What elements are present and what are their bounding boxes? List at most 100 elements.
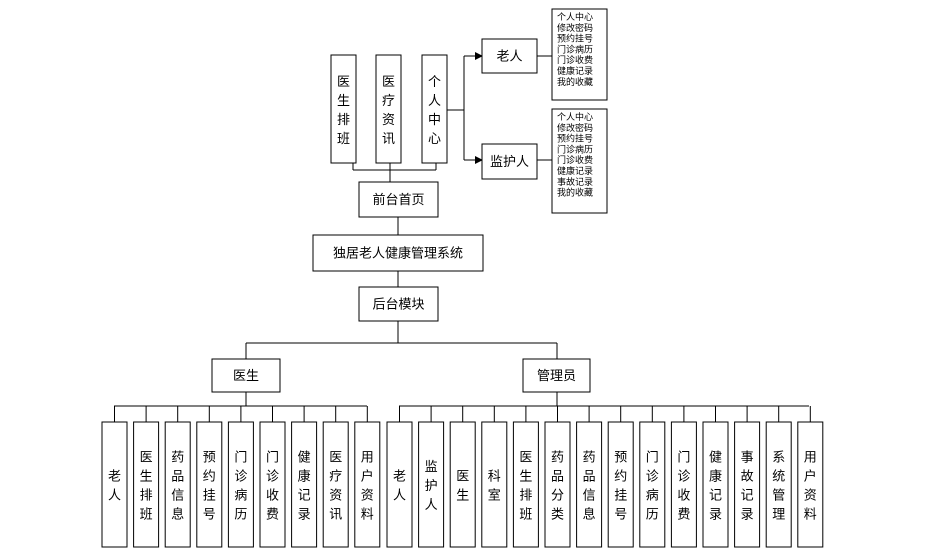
role-0-box: [211, 358, 281, 393]
role-1-module-3-box: [481, 421, 508, 548]
role-1-module-8-char: 历: [646, 508, 659, 523]
role-1-module-0-box: [386, 421, 413, 548]
role-0-module-5-char: 诊: [266, 470, 279, 485]
front-module-1-char: 医: [382, 75, 395, 90]
front-module-1-char: 疗: [382, 94, 395, 109]
role-0-module-7-box: [322, 421, 349, 548]
role-0-module-3: 预约挂号预约挂号: [196, 421, 223, 548]
role-1-module-13-char: 用: [804, 451, 817, 466]
front-module-1-box: [375, 54, 402, 164]
role-0-module-8-box: [354, 421, 381, 548]
role-1-module-13-char: 料: [804, 508, 817, 523]
role-0-label: 医生: [233, 369, 259, 384]
role-0-module-3-box: [196, 421, 223, 548]
function-list-1-item: 修改密码: [557, 122, 593, 134]
front-module-0-char: 医: [337, 75, 350, 90]
role-1-module-3-char: 室: [488, 488, 501, 504]
back-module-node: 后台模块: [358, 286, 439, 322]
role-1-module-6: 药品信息药品信息: [576, 421, 603, 548]
function-list-0-box: [551, 8, 608, 101]
front-page-node-box: [358, 181, 439, 218]
role-1-module-5-char: 分: [551, 489, 564, 504]
role-1-module-5-char: 药: [551, 451, 564, 466]
role-1-module-2-box: [449, 421, 476, 548]
role-1-module-9-char: 诊: [677, 470, 690, 485]
role-1-module-13-char: 户: [804, 469, 817, 485]
role-0-module-2-char: 息: [171, 507, 184, 523]
role-1-module-11-char: 录: [741, 508, 754, 523]
role-0-module-0: 老人老人: [101, 421, 128, 548]
role-0-module-6-char: 录: [298, 508, 311, 523]
role-0-module-1-char: 排: [140, 489, 153, 504]
role-1-module-10-char: 康: [709, 469, 722, 485]
role-1-module-2: 医生医生: [449, 421, 476, 548]
role-1-module-0: 老人老人: [386, 421, 413, 548]
personal-center-child-0-box: [481, 38, 538, 74]
role-1-module-2-char: 生: [456, 489, 469, 504]
function-list-0-item: 我的收藏: [557, 76, 593, 88]
function-list-0-item: 个人中心: [557, 11, 593, 23]
front-module-1-char: 讯: [382, 132, 395, 147]
function-list-1-box: [551, 108, 608, 214]
role-1-module-10-char: 记: [709, 489, 722, 504]
role-0-module-3-char: 号: [203, 508, 216, 523]
role-0: 医生: [211, 358, 281, 393]
role-0-module-8-char: 户: [361, 469, 374, 485]
role-1-module-7-box: [607, 421, 634, 548]
front-page-node: 前台首页: [358, 181, 439, 218]
role-0-module-6-char: 记: [298, 489, 311, 504]
role-0-module-7-char: 讯: [329, 508, 342, 523]
role-1-module-1: 监护人监护人: [418, 421, 445, 548]
function-list-0-item: 门诊病历: [557, 43, 593, 55]
role-0-module-8-char: 料: [361, 508, 374, 523]
role-1-module-7-char: 号: [614, 508, 627, 523]
front-module-0-char: 班: [337, 132, 350, 147]
role-1-module-5-box: [544, 421, 571, 548]
function-list-0-item: 预约挂号: [557, 33, 593, 45]
role-1-module-13-box: [797, 421, 824, 548]
role-1-box: [522, 358, 591, 393]
role-1-module-8-char: 诊: [646, 470, 659, 485]
role-0-module-6-box: [291, 421, 318, 548]
role-1-module-4-char: 排: [519, 489, 532, 504]
role-1-module-12: 系统管理系统管理: [765, 421, 792, 548]
role-0-module-0-char: 人: [108, 489, 121, 504]
back-module-node-box: [358, 286, 439, 322]
role-0-module-3-char: 挂: [203, 489, 216, 504]
function-list-1-item: 事故记录: [557, 176, 593, 188]
role-1-module-10: 健康记录健康记录: [702, 421, 729, 548]
role-1-module-11-char: 事: [741, 451, 754, 466]
role-0-module-2-char: 品: [171, 470, 184, 485]
role-0-module-0-char: 老: [108, 470, 121, 485]
role-1-module-11-char: 故: [741, 470, 754, 485]
role-1-module-11: 事故记录事故记录: [734, 421, 761, 548]
role-1-module-5-char: 类: [551, 508, 564, 523]
personal-center-child-1-label: 监护人: [490, 155, 529, 170]
role-1-label: 管理员: [537, 369, 576, 384]
role-0-module-7: 医疗资讯医疗资讯: [322, 421, 349, 548]
role-1-module-2-char: 医: [456, 470, 469, 485]
role-1-module-12-char: 统: [772, 470, 785, 485]
role-0-module-5-char: 费: [266, 508, 279, 523]
front-module-2-char: 个: [428, 75, 441, 90]
function-list-1-item: 我的收藏: [557, 187, 593, 199]
role-1-module-9-box: [670, 421, 697, 548]
front-module-1: 医疗资讯医疗资讯: [375, 54, 402, 164]
role-1-module-12-box: [765, 421, 792, 548]
front-module-0: 医生排班医生排班: [330, 54, 357, 164]
role-0-module-7-char: 疗: [329, 470, 342, 485]
function-list-1-item: 门诊病历: [557, 143, 593, 155]
role-1-module-8-box: [639, 421, 666, 548]
function-list-1-item: 预约挂号: [557, 133, 593, 145]
role-0-module-6-char: 康: [298, 469, 311, 485]
role-1-module-6-char: 信: [583, 489, 596, 504]
role-1-module-1-char: 人: [425, 498, 438, 513]
role-0-module-1-char: 生: [140, 470, 153, 485]
role-1-module-10-char: 录: [709, 508, 722, 523]
role-0-module-7-char: 资: [329, 489, 342, 504]
role-0-module-7-char: 医: [329, 451, 342, 466]
role-0-module-1-char: 医: [140, 451, 153, 466]
role-1-module-6-char: 药: [583, 451, 596, 466]
role-0-module-8-char: 用: [361, 451, 374, 466]
